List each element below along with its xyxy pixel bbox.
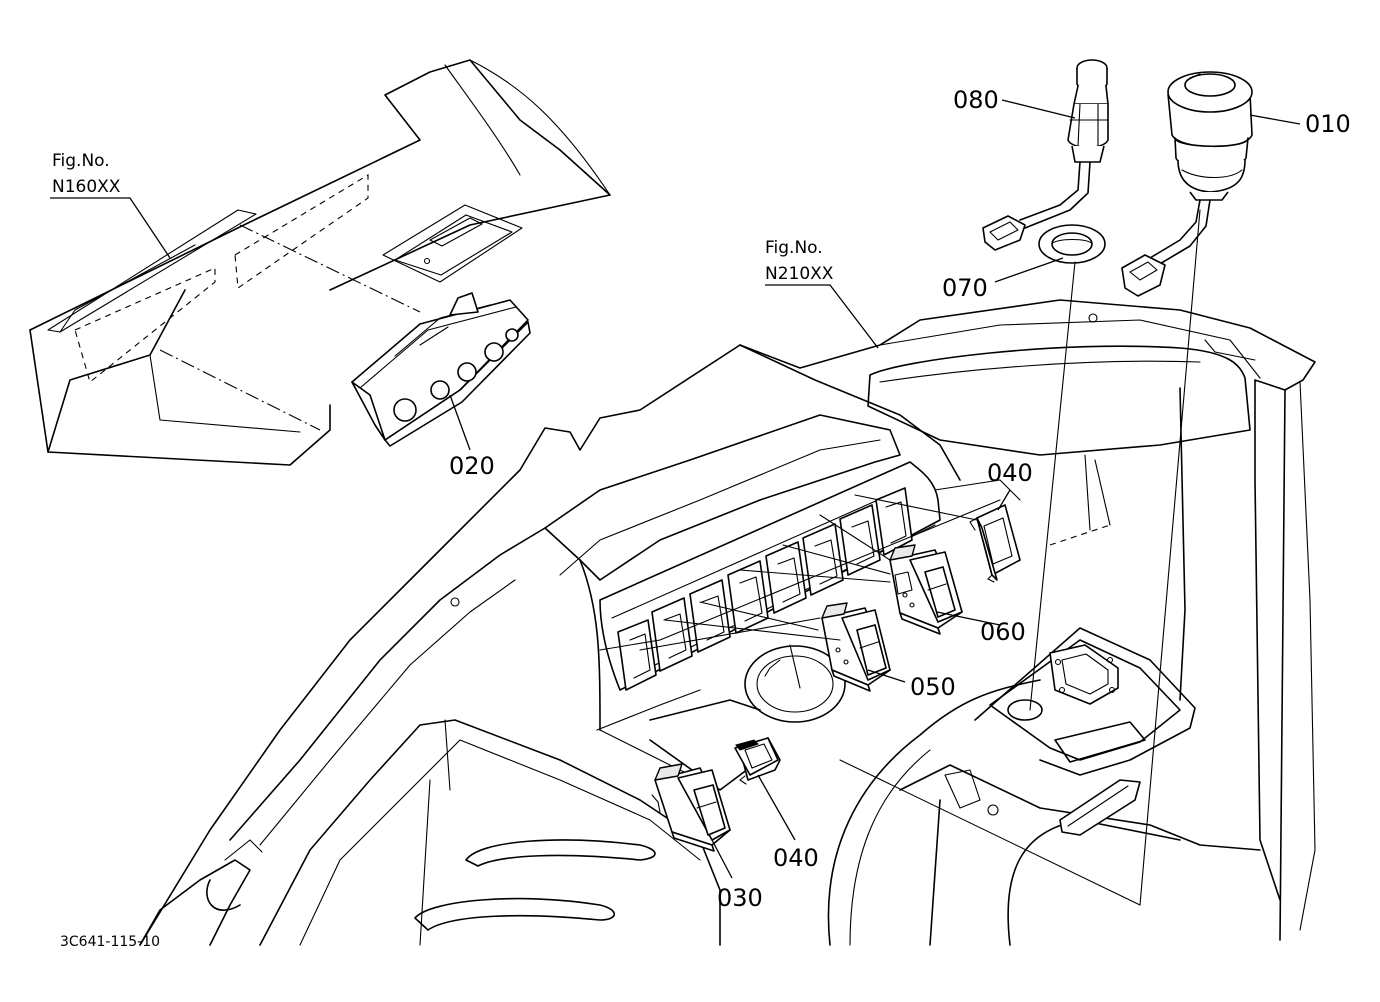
fig-ref-prefix: Fig.No.	[52, 151, 110, 171]
part-040-blank-cover-top	[969, 504, 1021, 583]
callout-020: 020	[449, 452, 495, 480]
figure-ref-n160: Fig.No. N160XX	[52, 151, 121, 197]
fig-ref-code: N210XX	[765, 264, 834, 284]
part-070-washer-ring	[1038, 224, 1106, 264]
callout-040-bottom: 040	[773, 844, 819, 872]
part-020-control-panel	[351, 292, 531, 447]
part-060-rocker-switch	[889, 544, 963, 635]
part-040-blank-cover-bottom	[734, 737, 781, 785]
callout-leaders	[50, 99, 1301, 879]
overhead-panel-housing	[29, 59, 611, 466]
callout-060: 060	[980, 618, 1026, 646]
switch-bezel-row	[544, 414, 941, 781]
drawing-number: 3C641-115-10	[60, 934, 160, 950]
figure-ref-n210: Fig.No. N210XX	[765, 238, 834, 284]
callout-080: 080	[953, 86, 999, 114]
part-010-power-socket	[1121, 71, 1253, 297]
part-080-plug	[982, 59, 1109, 251]
callout-050: 050	[910, 673, 956, 701]
callout-010: 010	[1305, 110, 1351, 138]
assembly-center-lines	[599, 209, 1201, 906]
fig-ref-prefix: Fig.No.	[765, 238, 823, 258]
fig-ref-code: N160XX	[52, 177, 121, 197]
main-console-body	[139, 299, 1316, 946]
callout-070: 070	[942, 274, 988, 302]
part-050-rocker-switch	[821, 602, 891, 692]
callout-040-top: 040	[987, 459, 1033, 487]
callout-030: 030	[717, 884, 763, 912]
part-030-rocker-switch	[651, 763, 731, 852]
